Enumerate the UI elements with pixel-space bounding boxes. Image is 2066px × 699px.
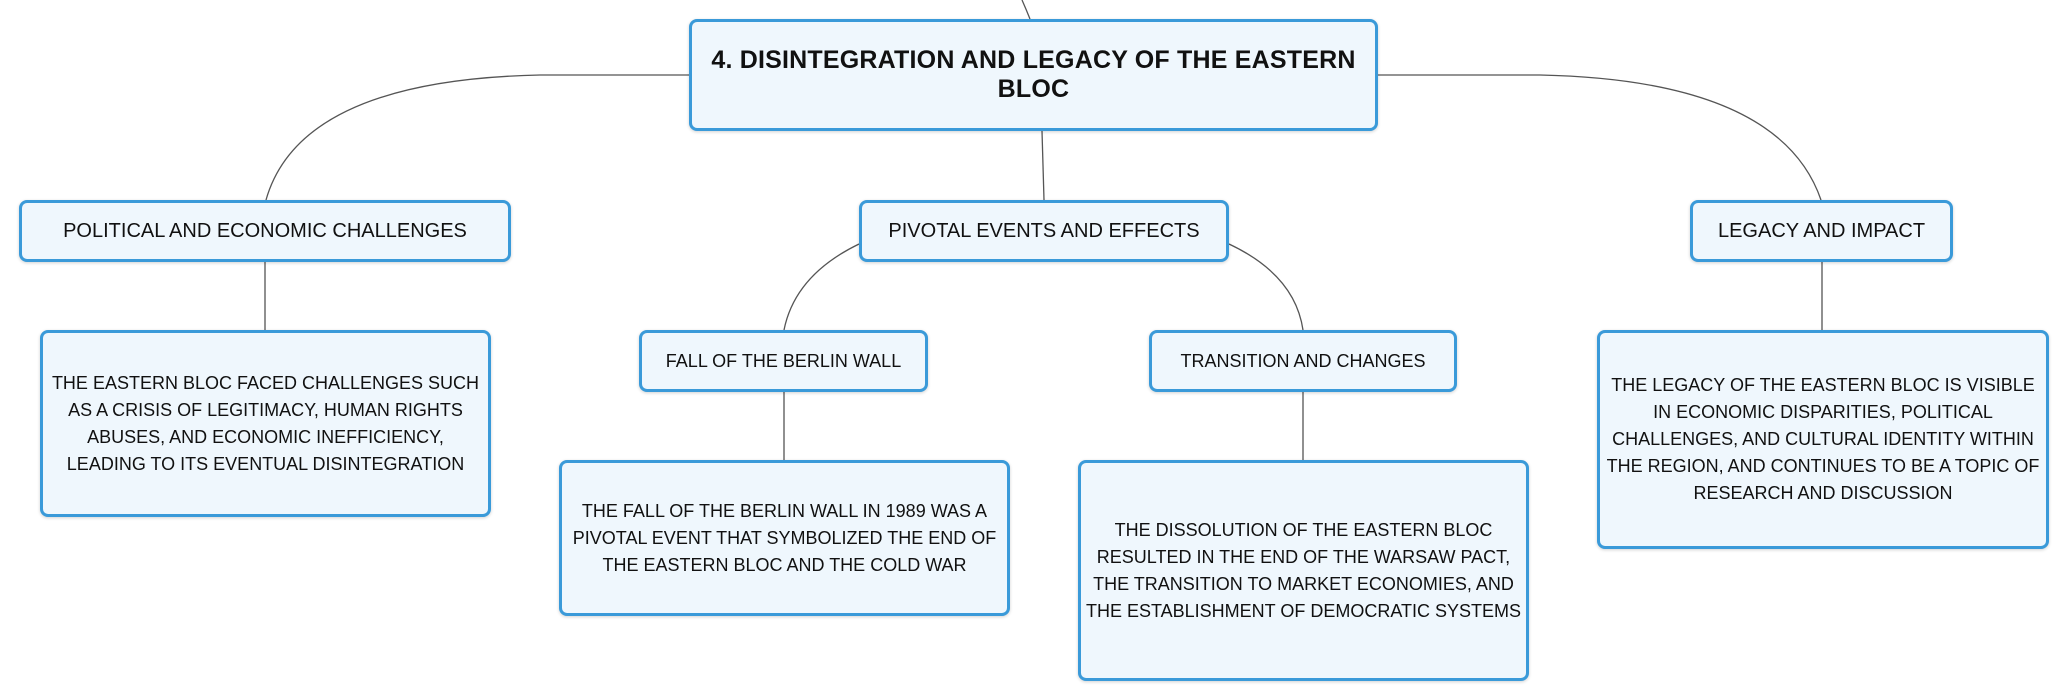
description-text: THE EASTERN BLOC FACED CHALLENGES SUCH A… [51,372,480,474]
subtopic-fall-of-the-berlin-wall[interactable]: FALL OF THE BERLIN WALL [639,330,928,392]
topic-legacy-and-impact[interactable]: LEGACY AND IMPACT [1690,200,1953,262]
description-legacy-and-impact[interactable]: THE LEGACY OF THE EASTERN BLOC IS VISIBL… [1597,330,2049,549]
description-text: THE LEGACY OF THE EASTERN BLOC IS VISIBL… [1606,375,2040,503]
connector-pivotal-to-transition [1228,243,1304,331]
connector-parent-to-root [1021,0,1031,20]
connector-root-to-political [265,74,689,201]
connector-pivotal-to-berlin [783,243,860,331]
topic-political-and-economic-challenges[interactable]: POLITICAL AND ECONOMIC CHALLENGES [19,200,511,262]
description-political-challenges[interactable]: THE EASTERN BLOC FACED CHALLENGES SUCH A… [40,330,491,517]
connector-root-to-legacy [1378,74,1822,201]
description-text: THE DISSOLUTION OF THE EASTERN BLOC RESU… [1085,519,1522,621]
description-fall-of-berlin-wall[interactable]: THE FALL OF THE BERLIN WALL IN 1989 WAS … [559,460,1010,616]
topic-label: LEGACY AND IMPACT [1717,219,1926,242]
topic-pivotal-events-and-effects[interactable]: PIVOTAL EVENTS AND EFFECTS [859,200,1229,262]
description-text: THE FALL OF THE BERLIN WALL IN 1989 WAS … [572,500,997,575]
topic-label: PIVOTAL EVENTS AND EFFECTS [888,219,1200,242]
description-transition-and-changes[interactable]: THE DISSOLUTION OF THE EASTERN BLOC RESU… [1078,460,1529,681]
subtopic-label: FALL OF THE BERLIN WALL [665,350,902,371]
root-topic-title: 4. DISINTEGRATION AND LEGACY OF THE EAST… [711,46,1356,103]
subtopic-transition-and-changes[interactable]: TRANSITION AND CHANGES [1149,330,1457,392]
topic-label: POLITICAL AND ECONOMIC CHALLENGES [63,219,467,242]
connector-root-to-pivotal [1041,130,1045,201]
root-topic-node[interactable]: 4. DISINTEGRATION AND LEGACY OF THE EAST… [689,19,1378,131]
subtopic-label: TRANSITION AND CHANGES [1180,350,1426,371]
